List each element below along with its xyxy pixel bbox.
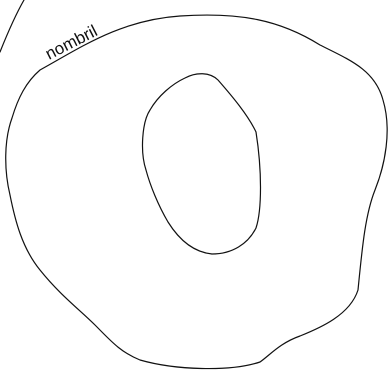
corner-curve — [0, 0, 24, 52]
navel-label: nombril — [42, 21, 100, 63]
outer-contour — [6, 15, 387, 369]
inner-contour — [143, 74, 261, 254]
